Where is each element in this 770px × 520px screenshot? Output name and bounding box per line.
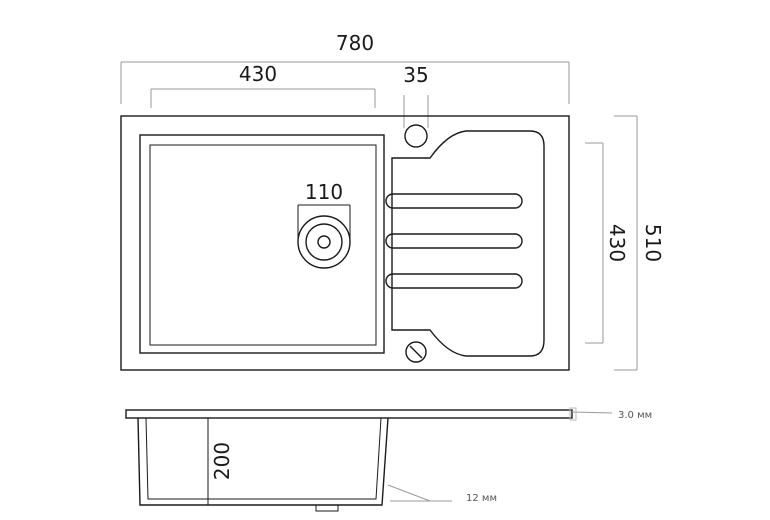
bowl-width-label: 430 bbox=[239, 62, 277, 86]
rim-thickness-label: 3.0 мм bbox=[618, 410, 652, 421]
overall-depth-dimension: 510 bbox=[614, 115, 665, 371]
tap-hole-label: 35 bbox=[403, 63, 428, 87]
wall-thickness-label: 12 мм bbox=[466, 493, 497, 504]
overall-width-label: 780 bbox=[336, 31, 374, 55]
drainer-rib bbox=[385, 273, 523, 289]
tap-hole bbox=[404, 124, 428, 148]
rim-profile bbox=[125, 409, 573, 419]
overflow-hole bbox=[405, 341, 427, 363]
bowl-inner-profile bbox=[145, 417, 382, 500]
sink-top-view bbox=[120, 115, 570, 371]
bowl-height-dimension: 200 bbox=[207, 418, 234, 505]
bowl-depth-dimension: 430 bbox=[585, 142, 629, 344]
tap-hole-dimension: 35 bbox=[403, 63, 429, 128]
drainer-rib bbox=[385, 233, 523, 249]
bowl-profile bbox=[137, 417, 389, 506]
drain-outlet bbox=[315, 504, 339, 512]
drain bbox=[297, 215, 351, 269]
overflow-slot bbox=[409, 345, 423, 359]
sink-outer-rim bbox=[120, 115, 570, 371]
sink-side-view bbox=[125, 409, 573, 512]
wall-thickness-callout: 12 мм bbox=[387, 484, 497, 504]
rim-thickness-callout: 3.0 мм bbox=[569, 407, 652, 421]
drain-diameter-label: 110 bbox=[305, 180, 343, 204]
bowl-width-dimension: 430 bbox=[150, 62, 376, 108]
bowl-depth-label: 430 bbox=[605, 224, 629, 262]
bowl-height-label: 200 bbox=[210, 442, 234, 480]
drainer-rib bbox=[385, 193, 523, 209]
bowl-outer-edge bbox=[139, 134, 385, 354]
overall-depth-label: 510 bbox=[641, 224, 665, 262]
drain-diameter-dimension: 110 bbox=[297, 180, 351, 240]
bowl-inner-edge bbox=[149, 144, 377, 346]
overall-width-dimension: 780 bbox=[120, 31, 570, 104]
drainer-board bbox=[391, 130, 545, 357]
